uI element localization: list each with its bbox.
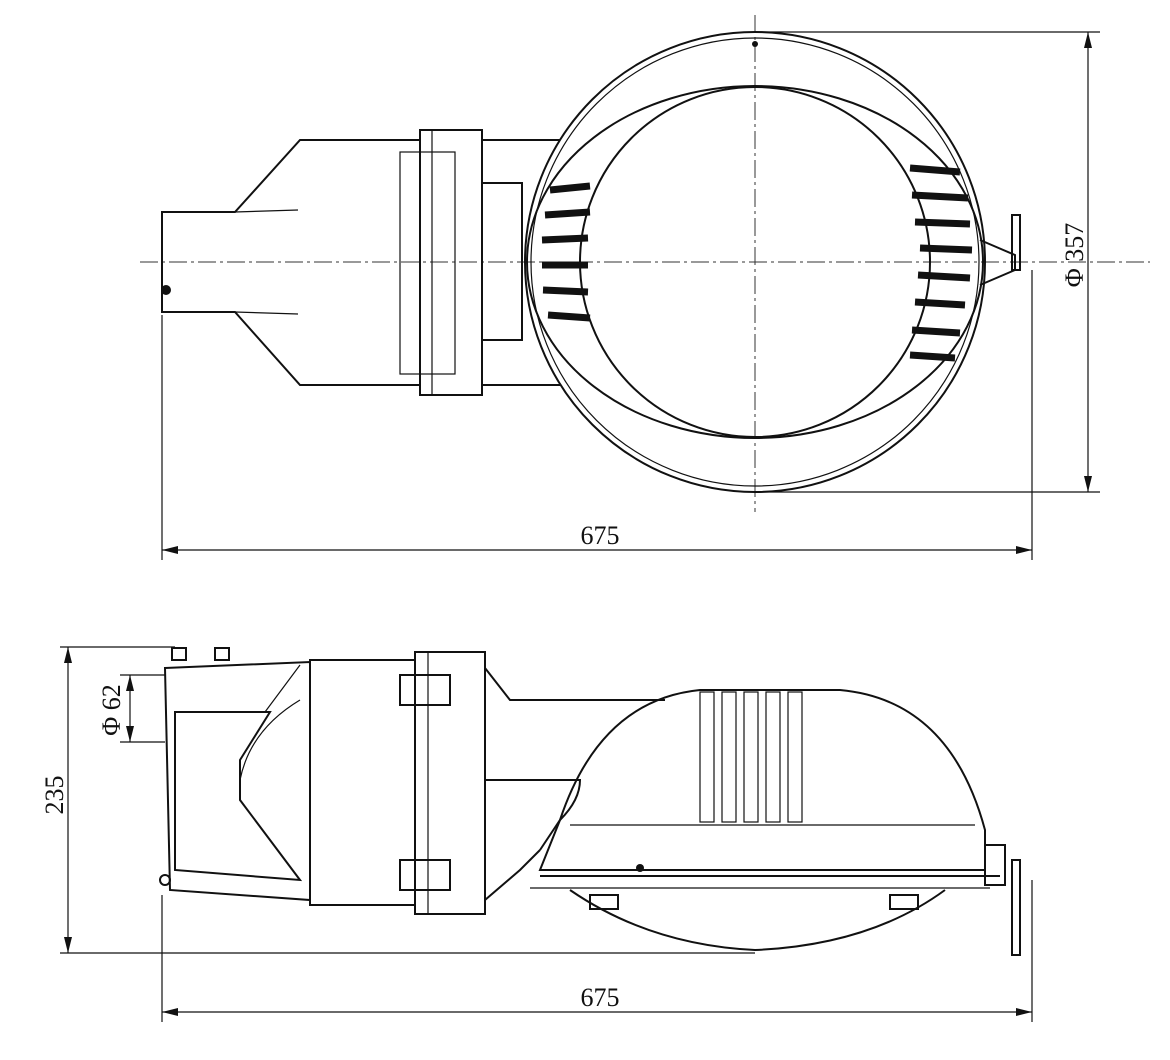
diameter-dimension: Φ 357 (755, 31, 1100, 493)
height-label: 235 (40, 776, 69, 815)
side-length-dimension: 675 (161, 880, 1033, 1022)
mount-diameter-label: Φ 62 (97, 684, 126, 736)
side-mount-arm (159, 647, 416, 906)
top-width-dimension: 675 (161, 270, 1033, 560)
side-view: 235 Φ 62 675 (40, 646, 1033, 1022)
housing-flange (399, 129, 560, 396)
height-dimension: 235 (40, 646, 755, 954)
lamp-top-ring (524, 31, 1021, 493)
side-flange (399, 651, 665, 915)
lamp-side-body (530, 689, 1021, 956)
mount-diameter-dimension: Φ 62 (97, 674, 165, 743)
top-view: 675 Φ 357 (140, 15, 1150, 560)
side-length-label: 675 (581, 983, 620, 1012)
diameter-label: Φ 357 (1060, 223, 1089, 288)
top-length-label: 675 (581, 521, 620, 550)
